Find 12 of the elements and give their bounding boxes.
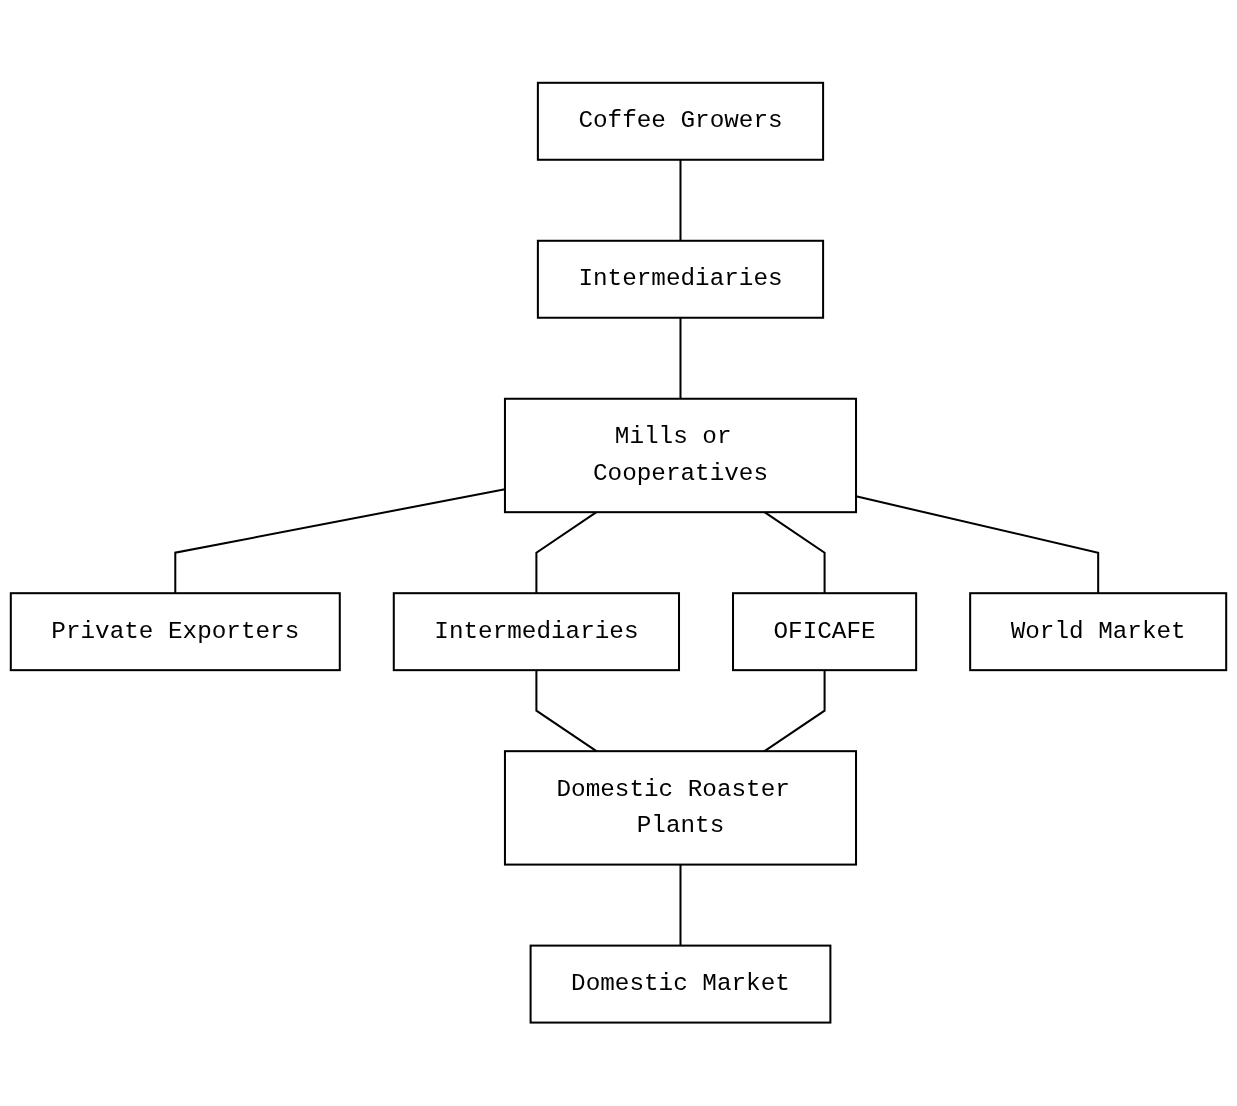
node-box: World Market: [969, 592, 1228, 672]
node-box: Domestic Roaster Plants: [503, 750, 858, 866]
connector: [679, 864, 682, 946]
node-box: OFICAFE: [732, 592, 918, 672]
connector: [679, 318, 682, 400]
node-box: Domestic Market: [529, 944, 832, 1024]
node-box: Intermediaries: [536, 240, 825, 320]
connector: [679, 160, 682, 242]
node-box: Private Exporters: [9, 592, 341, 672]
node-box: Coffee Growers: [536, 82, 825, 162]
node-box: Intermediaries: [392, 592, 681, 672]
node-box: Mills or Cooperatives: [503, 398, 858, 514]
